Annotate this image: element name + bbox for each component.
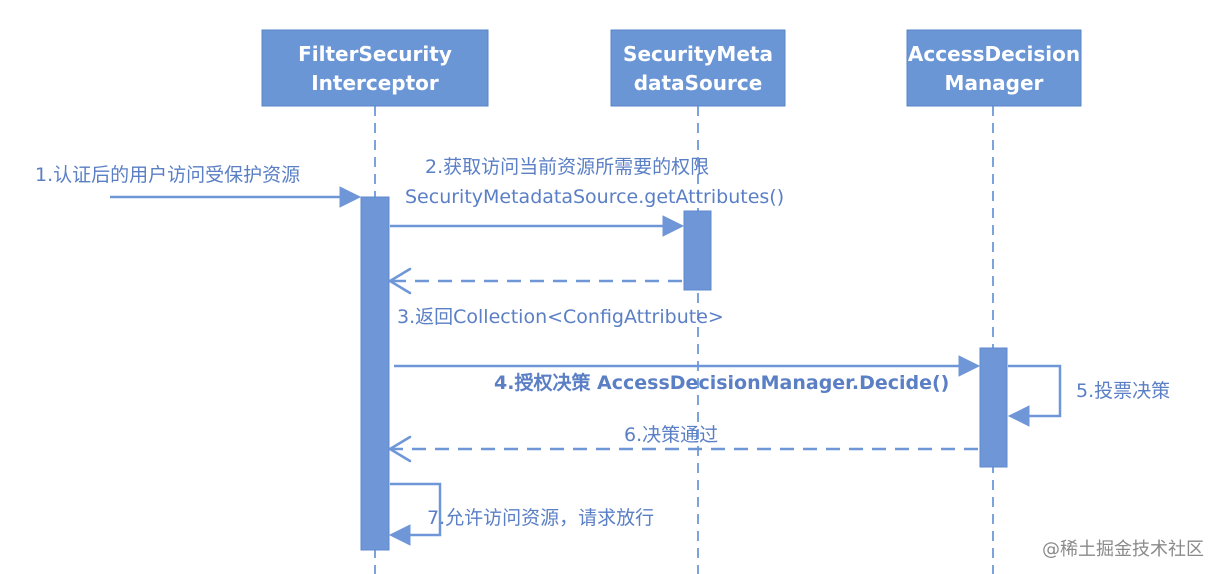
participant-access-decision-manager-line2: Manager xyxy=(945,71,1044,95)
message-4: 4.授权决策 AccessDecisionManager.Decide() xyxy=(394,355,981,394)
message-6: 6.决策通过 xyxy=(388,424,978,463)
message-5-label: 5.投票决策 xyxy=(1076,380,1170,402)
activation-filter-security-interceptor xyxy=(360,196,390,551)
participant-security-metadata-source-line1: SecurityMeta xyxy=(623,42,773,66)
participant-security-metadata-source-line2: dataSource xyxy=(634,71,763,95)
message-7: 7.允许访问资源，请求放行 xyxy=(388,482,654,546)
message-3-label: 3.返回Collection<ConfigAttribute> xyxy=(397,306,724,328)
participant-filter-security-interceptor: FilterSecurity Interceptor xyxy=(261,29,489,107)
participant-filter-security-interceptor-line1: FilterSecurity xyxy=(298,42,452,66)
participant-filter-security-interceptor-line2: Interceptor xyxy=(311,71,439,95)
message-1: 1.认证后的用户访问受保护资源 xyxy=(35,164,362,208)
message-7-label: 7.允许访问资源，请求放行 xyxy=(427,507,654,529)
participant-access-decision-manager: AccessDecision Manager xyxy=(906,29,1082,107)
arrow-head-icon xyxy=(388,524,411,546)
activation-access-decision-manager xyxy=(979,347,1008,468)
message-4-label: 4.授权决策 AccessDecisionManager.Decide() xyxy=(494,371,949,394)
message-2: 2.获取访问当前资源所需要的权限 SecurityMetadataSource.… xyxy=(390,156,784,237)
arrow-head-icon xyxy=(662,215,685,237)
participant-security-metadata-source: SecurityMeta dataSource xyxy=(610,29,786,107)
participant-access-decision-manager-line1: AccessDecision xyxy=(908,42,1080,66)
message-6-label: 6.决策通过 xyxy=(624,424,718,446)
message-5: 5.投票决策 xyxy=(1007,364,1170,427)
arrow-head-icon xyxy=(339,186,362,208)
message-1-label: 1.认证后的用户访问受保护资源 xyxy=(35,164,300,186)
open-arrow-head-icon xyxy=(388,267,412,295)
message-3: 3.返回Collection<ConfigAttribute> xyxy=(388,267,724,328)
watermark: @稀土掘金技术社区 xyxy=(1042,539,1204,560)
activation-security-metadata-source xyxy=(683,210,712,291)
message-2-sublabel: SecurityMetadataSource.getAttributes() xyxy=(405,186,784,208)
open-arrow-head-icon xyxy=(388,435,412,463)
arrow-head-icon xyxy=(958,355,981,377)
arrow-head-icon xyxy=(1007,405,1030,427)
message-2-label: 2.获取访问当前资源所需要的权限 xyxy=(425,156,709,178)
